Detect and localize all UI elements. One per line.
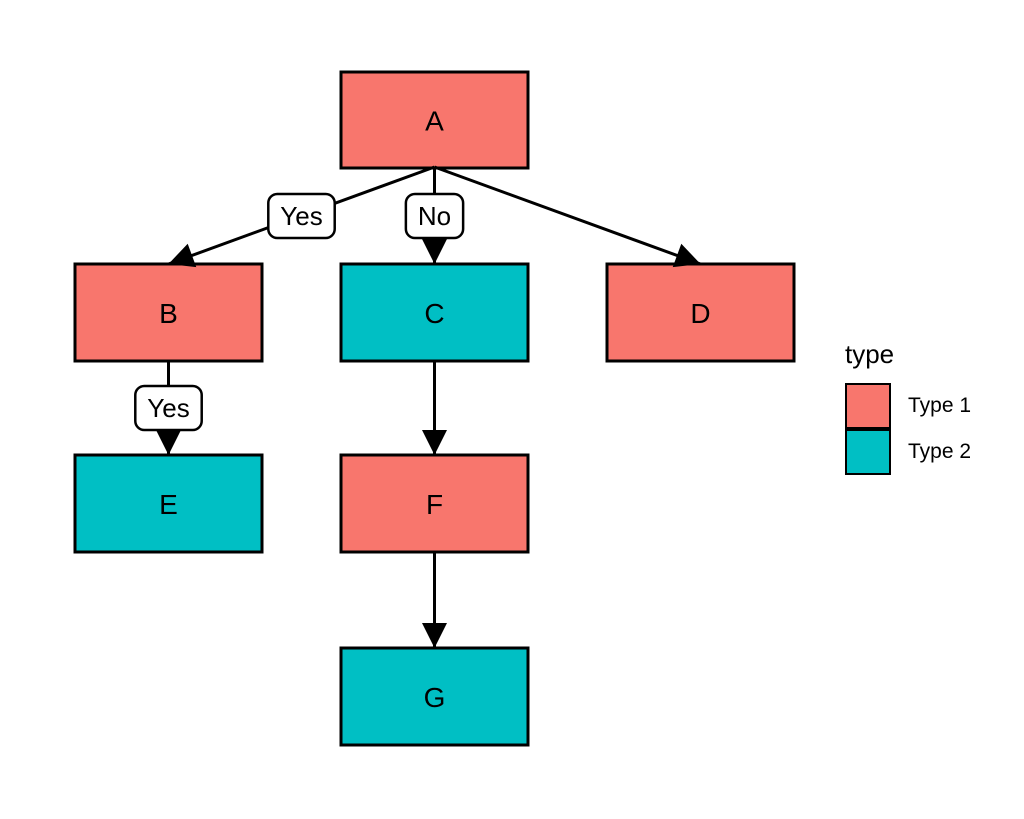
node-E-label: E (159, 489, 178, 520)
node-D: D (605, 262, 796, 363)
legend-item-type-1: Type 1 (845, 383, 972, 430)
edge-label-text: Yes (147, 393, 189, 423)
legend-label-type-1: Type 1 (908, 394, 972, 418)
edge-label-text: Yes (280, 201, 322, 231)
node-A: A (339, 70, 530, 170)
edge-label-B-E: Yes (134, 384, 203, 432)
legend: type Type 1 Type 2 (845, 339, 972, 476)
edge-label-text: No (418, 201, 451, 231)
edge-label-box (267, 192, 336, 240)
edge-label-box (404, 192, 465, 240)
legend-title: type (845, 339, 895, 369)
legend-swatch-type-1 (845, 383, 891, 430)
node-E-box (73, 453, 264, 554)
node-E: E (73, 453, 264, 554)
node-B: B (73, 262, 264, 363)
edge-label-A-B: Yes (267, 192, 336, 240)
node-C-label: C (424, 298, 444, 329)
legend-swatch-type-2 (845, 429, 891, 476)
node-F-label: F (426, 489, 443, 520)
legend-label-type-2: Type 2 (908, 440, 972, 464)
node-C-box (339, 262, 530, 363)
node-C: C (339, 262, 530, 363)
node-G-label: G (424, 682, 446, 713)
edge-label-box (134, 384, 203, 432)
node-F: F (339, 453, 530, 554)
edge-label-A-C: No (404, 192, 465, 240)
edge-A-D (433, 165, 702, 268)
legend-item-type-2: Type 2 (845, 429, 972, 476)
node-F-box (339, 453, 530, 554)
node-G-box (339, 646, 530, 747)
node-A-label: A (425, 106, 444, 137)
node-D-label: D (690, 298, 710, 329)
node-A-box (339, 70, 530, 170)
node-G: G (339, 646, 530, 747)
node-B-label: B (159, 298, 178, 329)
